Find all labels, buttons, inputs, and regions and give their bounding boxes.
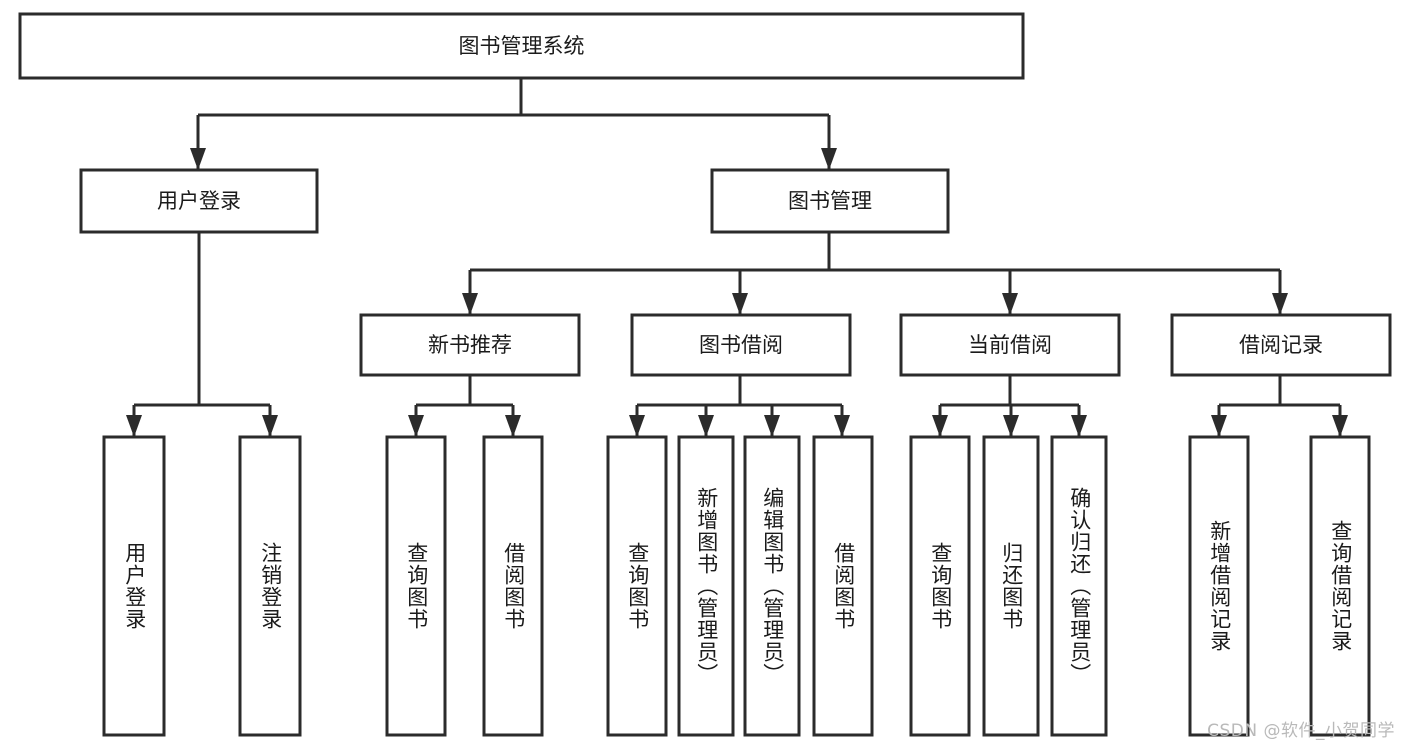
node-label-book-borrow: 图书借阅 <box>699 333 783 357</box>
node-box-leaf-borrow-book[interactable] <box>812 435 874 737</box>
node-label-root: 图书管理系统 <box>459 34 585 58</box>
arrow-head-icon-user-login <box>190 148 206 170</box>
node-box-root[interactable] <box>18 12 1025 80</box>
arrow-head-icon-leaf-query-book-current <box>932 415 948 437</box>
arrow-head-icon-leaf-query-borrow-record <box>1332 415 1348 437</box>
node-box-user-login[interactable] <box>79 168 319 234</box>
arrow-head-icon-leaf-borrow-book-recommend <box>505 415 521 437</box>
arrow-head-icon-leaf-confirm-return-admin <box>1071 415 1087 437</box>
connector-layer <box>126 78 1348 437</box>
node-box-leaf-edit-book-admin[interactable] <box>743 435 801 737</box>
node-box-leaf-logout-login[interactable] <box>238 435 302 737</box>
node-box-borrow-records[interactable] <box>1170 313 1392 377</box>
node-box-leaf-add-borrow-record[interactable] <box>1188 435 1250 737</box>
arrow-head-icon-leaf-logout-login <box>262 415 278 437</box>
node-box-leaf-return-book[interactable] <box>982 435 1040 737</box>
arrow-head-icon-leaf-edit-book-admin <box>764 415 780 437</box>
node-label-borrow-records: 借阅记录 <box>1239 333 1323 357</box>
node-box-leaf-query-book-current[interactable] <box>909 435 971 737</box>
node-box-leaf-confirm-return-admin[interactable] <box>1050 435 1108 737</box>
arrow-head-icon-book-borrow <box>732 293 748 315</box>
node-label-current-borrow: 当前借阅 <box>968 333 1052 357</box>
arrow-head-icon-leaf-user-login <box>126 415 142 437</box>
arrow-head-icon-leaf-add-book-admin <box>698 415 714 437</box>
node-box-leaf-query-borrow-record[interactable] <box>1309 435 1371 737</box>
node-box-book-management[interactable] <box>710 168 950 234</box>
arrow-head-icon-leaf-query-book-borrow <box>629 415 645 437</box>
watermark: CSDN @软件_小贺同学 <box>1207 721 1395 741</box>
node-label-new-book-recommend: 新书推荐 <box>428 333 512 357</box>
arrow-head-icon-borrow-records <box>1272 293 1288 315</box>
arrow-head-icon-leaf-add-borrow-record <box>1211 415 1227 437</box>
arrow-head-icon-leaf-borrow-book <box>834 415 850 437</box>
node-box-new-book-recommend[interactable] <box>359 313 581 377</box>
node-box-leaf-add-book-admin[interactable] <box>677 435 735 737</box>
box-layer <box>18 12 1392 737</box>
node-label-user-login: 用户登录 <box>157 189 241 213</box>
arrow-head-icon-leaf-query-book-recommend <box>408 415 424 437</box>
node-box-book-borrow[interactable] <box>630 313 852 377</box>
node-box-leaf-query-book-recommend[interactable] <box>385 435 447 737</box>
arrow-head-icon-book-management <box>821 148 837 170</box>
node-box-leaf-borrow-book-recommend[interactable] <box>482 435 544 737</box>
arrow-head-icon-new-book-recommend <box>462 293 478 315</box>
arrow-head-icon-current-borrow <box>1002 293 1018 315</box>
node-box-current-borrow[interactable] <box>899 313 1121 377</box>
node-label-book-management: 图书管理 <box>788 189 872 213</box>
node-box-leaf-user-login[interactable] <box>102 435 166 737</box>
arrow-head-icon-leaf-return-book <box>1003 415 1019 437</box>
node-box-leaf-query-book-borrow[interactable] <box>606 435 668 737</box>
